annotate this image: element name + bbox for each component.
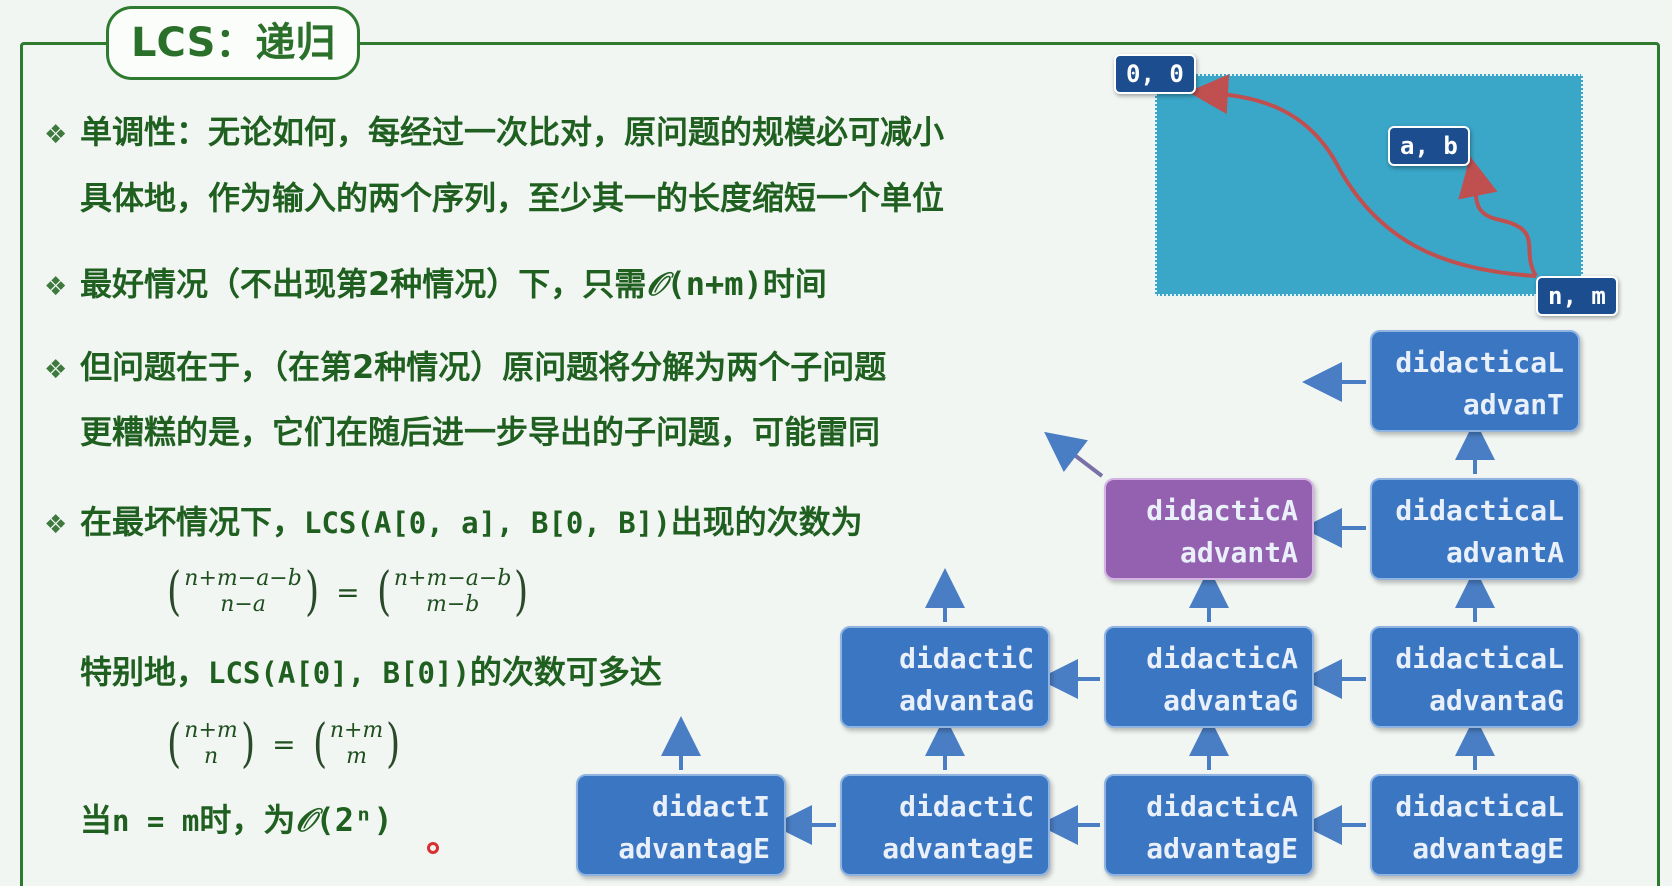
n-equals-m-line: 当n = m时，为𝒪(2ⁿ) bbox=[80, 800, 393, 841]
node-didacticA-advantagE: didacticA advantagE bbox=[1104, 774, 1314, 876]
special-suffix: 的次数可多达 bbox=[469, 653, 662, 691]
node-bottom-label: advantagE bbox=[618, 832, 770, 865]
binomial-top: n+m−a−b bbox=[184, 566, 302, 591]
corner-label-nm: n, m bbox=[1536, 276, 1618, 316]
node-bottom-label: advantagE bbox=[1146, 832, 1298, 865]
node-top-label: didacticA bbox=[1146, 494, 1298, 527]
big-o-symbol: 𝒪 bbox=[646, 265, 667, 303]
pointer-dot bbox=[427, 842, 439, 854]
node-didactI-advantagE: didactI advantagE bbox=[576, 774, 786, 876]
node-bottom-label: advantaG bbox=[899, 684, 1034, 717]
node-bottom-label: advantaG bbox=[1429, 684, 1564, 717]
node-top-label: didacticaL bbox=[1395, 790, 1564, 823]
bullet-worst-case: ❖ 在最坏情况下，LCS(A[0, a], B[0, B])出现的次数为 bbox=[44, 502, 863, 545]
node-bottom-label: advantagE bbox=[882, 832, 1034, 865]
path-curve-to-ab bbox=[1458, 156, 1538, 278]
bullet-2-suffix: (n+m)时间 bbox=[666, 265, 827, 303]
node-didacticA-advantaG: didacticA advantaG bbox=[1104, 626, 1314, 728]
bullet-4-prefix: 在最坏情况下， bbox=[80, 503, 305, 541]
bullet-problem: ❖ 但问题在于，（在第2种情况）原问题将分解为两个子问题 bbox=[44, 347, 886, 390]
when-prefix: 当 bbox=[80, 801, 113, 839]
bullet-icon: ❖ bbox=[44, 510, 68, 540]
node-didacticaL-advantaG: didacticaL advantaG bbox=[1370, 626, 1580, 728]
binomial-top: n+m bbox=[184, 718, 238, 743]
node-didacticaL-advantA: didacticaL advantA bbox=[1370, 478, 1580, 580]
binomial-bottom: m bbox=[346, 744, 367, 769]
binomial-bottom: n bbox=[203, 744, 219, 769]
node-didacticaL-advanT: didacticaL advanT bbox=[1370, 330, 1580, 432]
node-top-label: didacticaL bbox=[1395, 494, 1564, 527]
bullet-3-line-2: 更糟糕的是，它们在随后进一步导出的子问题，可能雷同 bbox=[80, 413, 881, 451]
bullet-icon: ❖ bbox=[44, 120, 68, 150]
bullet-1-line-2: 具体地，作为输入的两个序列，至少其一的长度缩短一个单位 bbox=[80, 179, 945, 217]
node-didactiC-advantaG: didactiC advantaG bbox=[840, 626, 1050, 728]
binomial-top: n+m−a−b bbox=[393, 566, 512, 591]
node-top-label: didacticaL bbox=[1395, 642, 1564, 675]
corner-label-origin: 0, 0 bbox=[1114, 54, 1196, 94]
when-value: (2ⁿ) bbox=[315, 801, 393, 839]
node-top-label: didactiC bbox=[899, 790, 1034, 823]
node-bottom-label: advantagE bbox=[1412, 832, 1564, 865]
node-bottom-label: advanT bbox=[1462, 388, 1564, 421]
big-o-symbol: 𝒪 bbox=[295, 801, 316, 839]
bullet-1-line-1: 单调性：无论如何，每经过一次比对，原问题的规模必可减小 bbox=[80, 113, 945, 151]
node-bottom-label: advantaG bbox=[1163, 684, 1298, 717]
bullet-best-case: ❖ 最好情况（不出现第2种情况）下，只需𝒪(n+m)时间 bbox=[44, 264, 827, 307]
special-code: LCS(A[0], B[0]) bbox=[208, 656, 470, 690]
equals-sign: = bbox=[272, 727, 296, 761]
arrow-diagonal bbox=[1044, 431, 1104, 478]
node-top-label: didacticA bbox=[1146, 642, 1298, 675]
node-didacticA-advantA: didacticA advantA bbox=[1104, 478, 1314, 580]
bullet-4-suffix: 出现的次数为 bbox=[670, 503, 863, 541]
node-top-label: didacticaL bbox=[1395, 346, 1564, 379]
node-didactiC-advantagE: didactiC advantagE bbox=[840, 774, 1050, 876]
node-bottom-label: advantA bbox=[1445, 536, 1564, 569]
special-prefix: 特别地， bbox=[80, 653, 209, 691]
binomial-top: n+m bbox=[329, 718, 384, 743]
node-didacticaL-advantagE: didacticaL advantagE bbox=[1370, 774, 1580, 876]
path-curve-to-origin bbox=[1188, 74, 1537, 278]
equals-sign: = bbox=[336, 575, 360, 609]
node-top-label: didacticA bbox=[1146, 790, 1298, 823]
corner-label-ab: a, b bbox=[1388, 126, 1470, 166]
bullet-4-code: LCS(A[0, a], B[0, B]) bbox=[304, 506, 671, 540]
bullet-icon: ❖ bbox=[44, 355, 68, 385]
bullet-2-prefix: 最好情况（不出现第2种情况）下，只需 bbox=[80, 265, 647, 303]
when-code: n = m bbox=[112, 804, 200, 838]
node-top-label: didactI bbox=[651, 790, 770, 823]
node-top-label: didactiC bbox=[899, 642, 1034, 675]
slide-frame bbox=[20, 42, 1660, 886]
bullet-icon: ❖ bbox=[44, 272, 68, 302]
when-middle: 时，为 bbox=[199, 801, 296, 839]
special-case-line: 特别地，LCS(A[0], B[0])的次数可多达 bbox=[80, 652, 662, 693]
binomial-bottom: n−a bbox=[220, 592, 266, 617]
bullet-monotonicity: ❖ 单调性：无论如何，每经过一次比对，原问题的规模必可减小 bbox=[44, 112, 944, 155]
binomial-bottom: m−b bbox=[425, 592, 480, 617]
bullet-3-line-1: 但问题在于，（在第2种情况）原问题将分解为两个子问题 bbox=[80, 348, 887, 386]
slide-title: LCS：递归 bbox=[106, 6, 361, 80]
node-bottom-label: advantA bbox=[1179, 536, 1298, 569]
